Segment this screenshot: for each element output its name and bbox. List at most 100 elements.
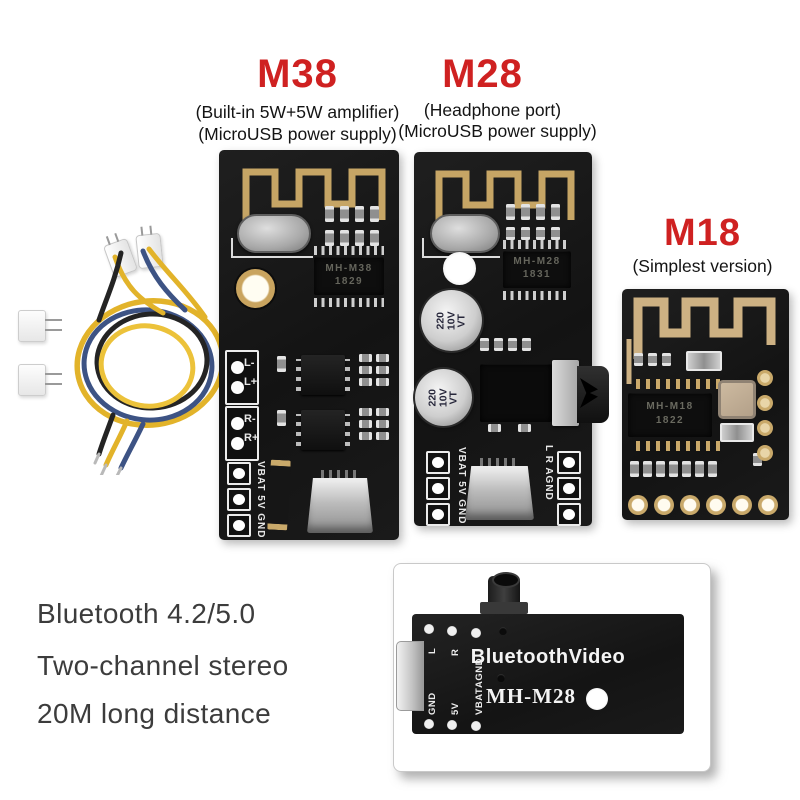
smd-component xyxy=(536,204,545,220)
board-hole xyxy=(497,674,505,682)
pin-hole xyxy=(471,721,481,731)
micro-usb-port xyxy=(396,641,424,711)
feature-line: Two-channel stereo xyxy=(37,650,289,681)
smd-component xyxy=(376,408,389,416)
castellated-hole xyxy=(706,495,726,515)
module-model-text: MH-M28 xyxy=(486,684,576,708)
smd-component xyxy=(359,420,372,428)
smd-component xyxy=(506,204,515,220)
solder-pad xyxy=(426,503,450,526)
board-hole xyxy=(499,627,507,635)
pin-hole xyxy=(447,720,457,730)
ic-marking: 1822 xyxy=(655,415,685,426)
pad-label: L- xyxy=(244,357,255,369)
smd-component xyxy=(656,461,665,477)
smd-component xyxy=(376,366,389,374)
ic-pin-row xyxy=(636,379,726,389)
smd-component xyxy=(359,408,372,416)
smd-component xyxy=(682,461,691,477)
outlined-component xyxy=(720,423,754,442)
smd-component xyxy=(277,356,286,372)
m18-title: M18 xyxy=(664,212,741,254)
castellated-hole xyxy=(757,445,773,461)
pin-label: L xyxy=(427,647,438,654)
smd-cluster xyxy=(630,461,717,477)
smd-component xyxy=(359,378,372,386)
smd-component xyxy=(648,353,657,366)
smd-component xyxy=(508,338,517,351)
smd-component xyxy=(551,227,560,240)
header-hole xyxy=(231,417,244,430)
pin-hole xyxy=(424,624,434,634)
board-m28: MH-M28 1831 220 10V VT 220 10V VT VBAT 5… xyxy=(414,152,609,526)
solder-pad xyxy=(426,477,450,500)
ic-pin-row xyxy=(503,291,569,300)
micro-usb-port xyxy=(307,478,373,533)
power-pad-labels: VBAT 5V GND xyxy=(255,461,266,539)
bluetooth-ic: MH-M38 1829 xyxy=(314,257,384,295)
capacitor-marking: 220 10V VT xyxy=(427,388,460,407)
m38-title: M38 xyxy=(257,52,338,96)
micro-usb-port xyxy=(465,466,534,520)
smd-component xyxy=(634,353,643,366)
ic-pin-row xyxy=(636,441,726,451)
smd-cluster xyxy=(359,354,389,386)
castellated-hole xyxy=(757,370,773,386)
module-brand-text: BluetoothVideo xyxy=(470,646,626,668)
smd-cluster xyxy=(506,204,560,220)
smd-component xyxy=(521,227,530,240)
module-back xyxy=(412,614,684,734)
pin-label: 5V xyxy=(450,702,461,715)
outlined-component xyxy=(686,351,722,371)
smd-component xyxy=(753,453,762,466)
bluetooth-ic: MH-M28 1831 xyxy=(503,251,571,288)
headphone-jack-flange xyxy=(480,602,528,614)
m38-subtitle-2: (MicroUSB power supply) xyxy=(198,124,397,144)
smd-cluster xyxy=(506,227,560,240)
smd-cluster xyxy=(325,230,379,246)
ic-marking: 1831 xyxy=(522,269,552,280)
ic-marking: MH-M28 xyxy=(513,256,561,267)
crystal-smd xyxy=(718,380,756,419)
socket-pin xyxy=(45,329,62,331)
smd-component xyxy=(340,206,349,222)
amplifier-ic xyxy=(296,410,350,450)
pin-label: VBAT xyxy=(474,687,485,715)
header-hole xyxy=(231,437,244,450)
power-pads xyxy=(426,451,450,526)
smd-component xyxy=(376,432,389,440)
m28-subtitle-1: (Headphone port) xyxy=(423,100,562,120)
header-hole xyxy=(231,381,244,394)
inset-card: L R AGND GND 5V VBAT BluetoothVideo MH-M… xyxy=(393,563,711,772)
feature-line: Bluetooth 4.2/5.0 xyxy=(37,598,256,629)
castellated-hole xyxy=(680,495,700,515)
smd-component xyxy=(521,204,530,220)
amplifier-ic xyxy=(296,355,350,395)
smd-component xyxy=(536,227,545,240)
smd-component xyxy=(488,424,501,432)
smd-component xyxy=(355,206,364,222)
pin-label: GND xyxy=(427,692,438,715)
board-m18: MH-M18 1822 xyxy=(622,289,789,520)
mounting-hole xyxy=(443,252,476,285)
mounting-hole xyxy=(586,688,608,710)
header-hole xyxy=(231,361,244,374)
socket-pin xyxy=(45,373,62,375)
ic-marking: MH-M18 xyxy=(646,401,694,412)
smd-component xyxy=(359,366,372,374)
smd-component xyxy=(340,230,349,246)
smd-component xyxy=(630,461,639,477)
solder-pad xyxy=(227,488,251,511)
socket-pin xyxy=(45,319,62,321)
pad-label: R- xyxy=(244,413,256,425)
feature-line: 20M long distance xyxy=(37,698,272,729)
solder-pad xyxy=(227,462,251,485)
pad-label: L+ xyxy=(244,376,258,388)
smd-cluster xyxy=(634,353,671,366)
audio-pad-labels: L R AGND xyxy=(543,445,554,501)
board-m38: MH-M38 1829 L- L+ R- R+ VBAT 5V GND xyxy=(219,150,399,540)
bluetooth-ic: MH-M18 1822 xyxy=(628,393,712,437)
power-pad-labels: VBAT 5V GND xyxy=(456,447,467,525)
antenna-trace xyxy=(626,297,776,384)
solder-pad xyxy=(426,451,450,474)
